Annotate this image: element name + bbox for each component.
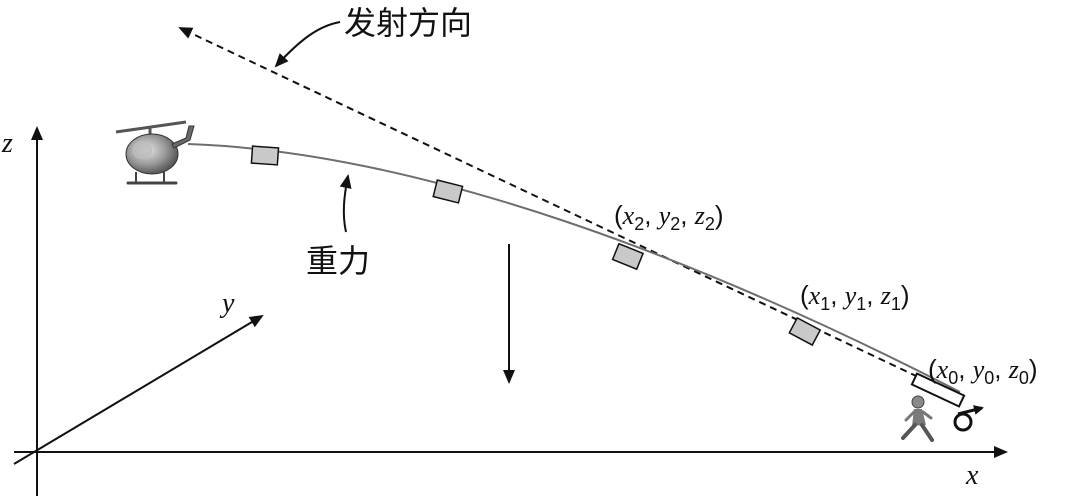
launch-direction-pointer: [274, 21, 341, 68]
projectile: [432, 179, 464, 204]
gravity-label: 重力: [306, 243, 370, 279]
running-person-icon: [901, 395, 934, 442]
projectiles: [250, 145, 822, 347]
launch-direction-label: 发射方向: [344, 5, 472, 41]
axes: x y z: [1, 126, 1008, 496]
x-axis-label: x: [965, 460, 979, 491]
y-axis-label: y: [219, 288, 235, 319]
point-label-2: (x2, y2, z2): [614, 200, 724, 234]
helicopter-icon: [115, 120, 195, 185]
launch-direction-line: [178, 27, 951, 393]
projectile: [250, 145, 280, 166]
projectile: [788, 316, 822, 347]
point-label-1: (x1, y1, z1): [800, 280, 910, 314]
y-axis: [13, 314, 264, 465]
point-label-0: (x0, y0, z0): [928, 354, 1038, 388]
z-axis-label: z: [1, 128, 13, 159]
launcher-icon: [910, 372, 984, 432]
gravity-label-pointer: [339, 174, 352, 233]
projectile: [611, 242, 645, 271]
trajectory-curve: [187, 143, 961, 393]
